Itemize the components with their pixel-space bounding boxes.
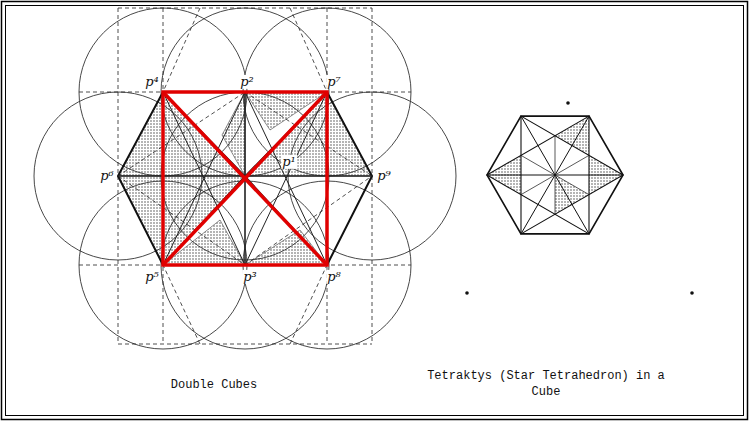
geometry-line xyxy=(487,175,555,176)
hexagon-outline xyxy=(487,116,623,234)
geometry-line xyxy=(163,92,245,265)
hexagon-outline xyxy=(118,92,372,265)
geometry-line xyxy=(555,136,556,175)
frame xyxy=(6,6,744,416)
geometry-line xyxy=(521,175,555,195)
point-label: p⁹ xyxy=(376,169,392,183)
point-label: p² xyxy=(239,75,255,89)
red-rectangle xyxy=(163,92,327,265)
dot xyxy=(566,101,570,105)
point-label: p³ xyxy=(242,270,258,284)
point-label: p⁸ xyxy=(326,270,342,284)
geometry-line xyxy=(555,175,589,195)
geometry-line xyxy=(163,92,327,265)
geometry-line xyxy=(245,92,327,265)
stippled-face xyxy=(118,176,245,265)
figure-caption: Double Cubes xyxy=(171,378,257,394)
geometry-line xyxy=(555,175,623,176)
geometry-line xyxy=(555,175,556,214)
dashed-line xyxy=(245,176,372,265)
geometry-line xyxy=(521,116,555,175)
stippled-face xyxy=(245,92,372,176)
geometry-line xyxy=(163,92,245,265)
point-label: p⁵ xyxy=(144,270,160,284)
geometry-line xyxy=(555,116,589,175)
stippled-face xyxy=(555,116,589,155)
dashed-line xyxy=(163,265,200,344)
dashed-line xyxy=(118,92,245,176)
dashed-line xyxy=(290,8,327,92)
point-label: p⁷ xyxy=(326,75,342,89)
dashed-line xyxy=(245,92,372,176)
dot xyxy=(690,291,694,295)
stippled-face xyxy=(555,175,589,214)
point-label: p⁴ xyxy=(144,75,160,89)
geometry-line xyxy=(521,155,555,175)
geometry-line xyxy=(555,155,589,175)
geometry-line xyxy=(521,175,555,234)
dashed-line xyxy=(118,8,372,9)
geometry-line xyxy=(163,92,327,265)
stippled-face xyxy=(245,230,327,265)
figure-caption: Tetraktys (Star Tetrahedron) in a Cube xyxy=(426,369,666,400)
geometry-line xyxy=(555,175,589,234)
dashed-line xyxy=(118,344,372,345)
stippled-face xyxy=(118,92,245,176)
stippled-face xyxy=(163,220,245,265)
dashed-line xyxy=(290,265,327,344)
double-cubes-figure xyxy=(34,8,456,349)
dashed-line xyxy=(118,176,245,265)
point-label: p¹ xyxy=(281,155,297,169)
dashed-line xyxy=(163,8,200,92)
dot xyxy=(465,291,469,295)
geometry-line xyxy=(245,92,327,265)
star-tetrahedron-figure xyxy=(465,101,694,295)
point-label: p⁶ xyxy=(99,169,115,183)
